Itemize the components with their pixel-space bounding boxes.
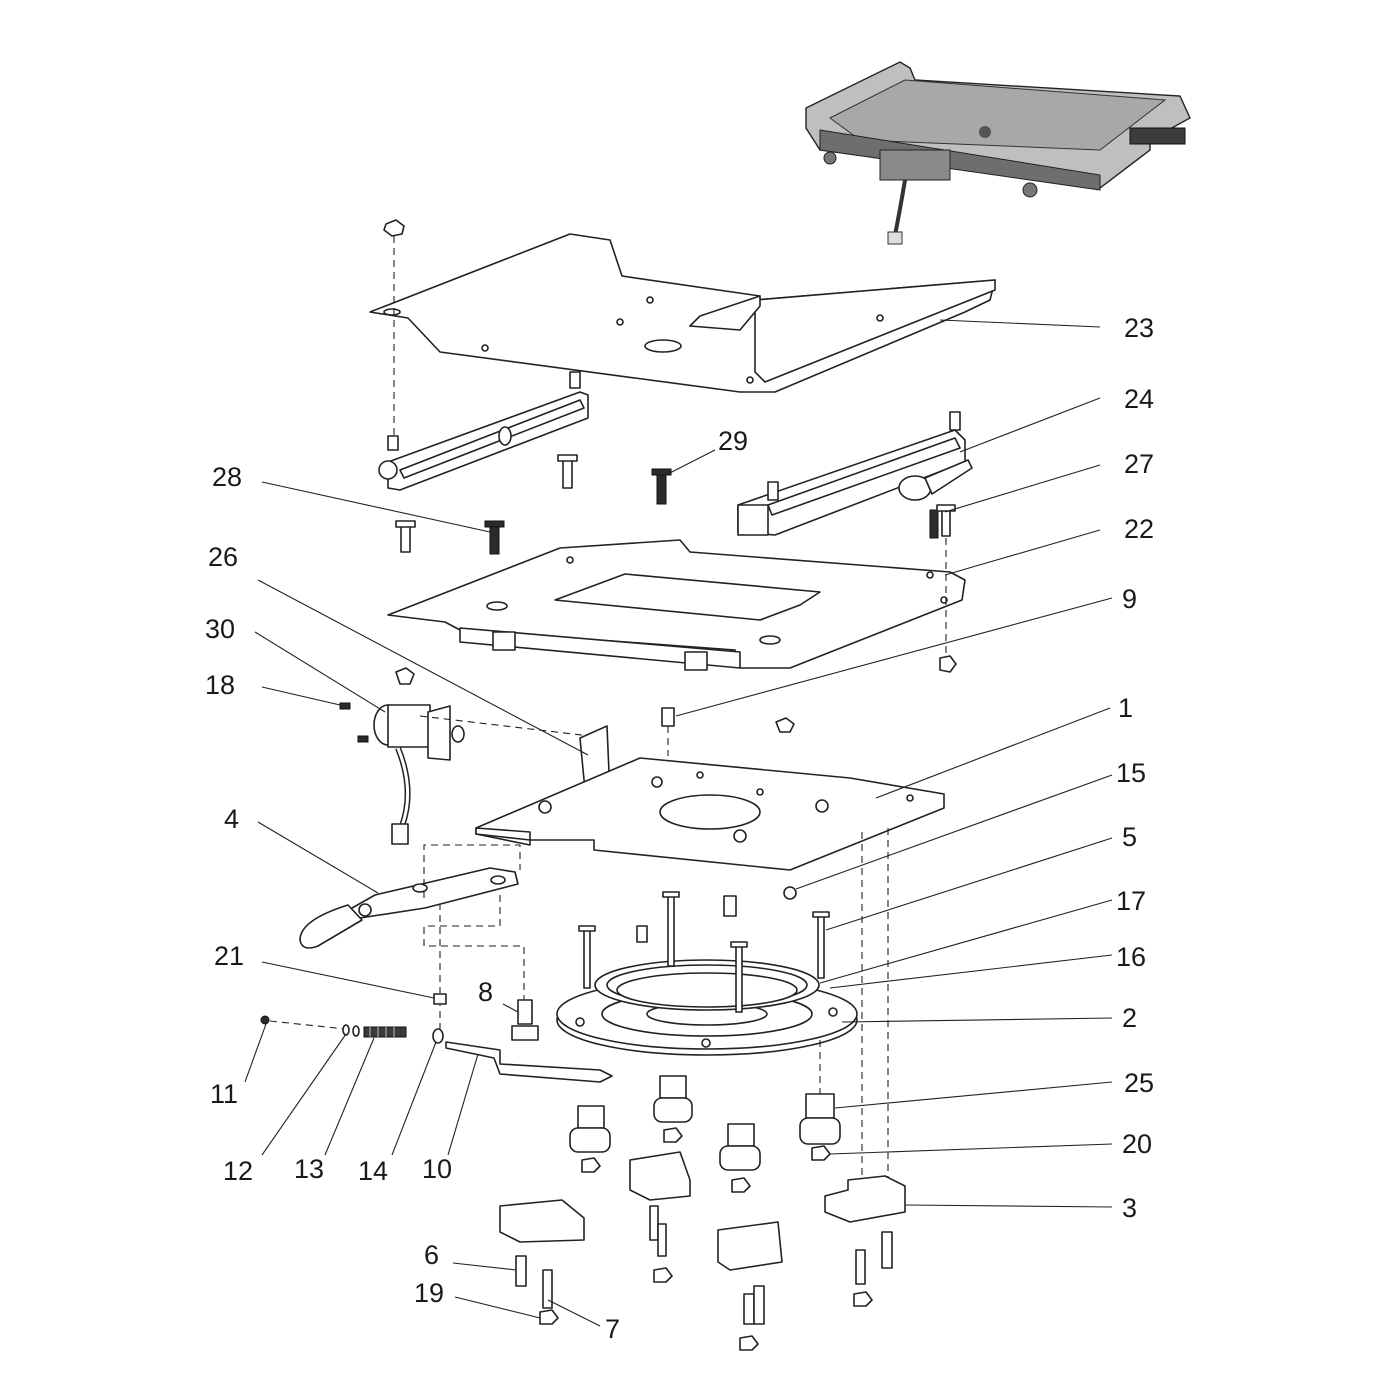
part-14-eye xyxy=(432,1028,444,1044)
callout-25: 25 xyxy=(1124,1068,1154,1098)
callout-30: 30 xyxy=(205,614,235,644)
callout-3: 3 xyxy=(1122,1193,1137,1223)
callout-12: 12 xyxy=(223,1156,253,1186)
screw-icon xyxy=(357,735,369,743)
callout-10: 10 xyxy=(422,1154,452,1184)
callout-7: 7 xyxy=(605,1314,620,1344)
callout-18: 18 xyxy=(205,670,235,700)
part-8-pin xyxy=(511,999,539,1041)
screw-icon xyxy=(339,702,351,710)
nut-icon xyxy=(395,667,415,685)
callout-14: 14 xyxy=(358,1156,388,1186)
part-3-blocks xyxy=(499,1151,906,1271)
callout-labels: 23 24 29 27 28 22 26 9 30 18 1 15 4 5 17… xyxy=(205,313,1154,1344)
callout-21: 21 xyxy=(214,941,244,971)
part-25-bushings xyxy=(569,1075,841,1171)
left-slide-rail xyxy=(378,371,589,491)
callout-5: 5 xyxy=(1122,822,1137,852)
part-21-nut xyxy=(433,993,447,1005)
part-1-base-plate xyxy=(475,757,945,871)
callout-29: 29 xyxy=(718,426,748,456)
part-9-spacer xyxy=(661,707,675,727)
callout-9: 9 xyxy=(1122,584,1137,614)
callout-16: 16 xyxy=(1116,942,1146,972)
callout-1: 1 xyxy=(1118,693,1133,723)
callout-15: 15 xyxy=(1116,758,1146,788)
callout-26: 26 xyxy=(208,542,238,572)
part-23-top-plate xyxy=(369,233,996,393)
part-5-bolts xyxy=(578,891,830,1013)
bolts-group xyxy=(395,454,956,597)
part-19-nuts xyxy=(539,1267,873,1351)
part-4-lever xyxy=(299,867,519,949)
callout-17: 17 xyxy=(1116,886,1146,916)
callout-8: 8 xyxy=(478,977,493,1007)
top-nut-icon xyxy=(383,219,405,237)
part-20-nuts xyxy=(581,1127,831,1193)
callout-20: 20 xyxy=(1122,1129,1152,1159)
part-12-washer xyxy=(352,1025,360,1037)
assembled-view-image xyxy=(805,61,1191,245)
callout-27: 27 xyxy=(1124,449,1154,479)
leader-lines xyxy=(244,319,1113,1327)
part-22-middle-plate xyxy=(387,539,966,671)
part-15-ball xyxy=(783,886,797,900)
callout-4: 4 xyxy=(224,804,239,834)
callout-2: 2 xyxy=(1122,1003,1137,1033)
callout-11: 11 xyxy=(210,1079,238,1109)
part-13-spring xyxy=(363,1026,407,1038)
part-2-slewing-ring xyxy=(556,959,858,1056)
nut-icon xyxy=(775,717,795,733)
callout-28: 28 xyxy=(212,462,242,492)
part-30-solenoid xyxy=(373,704,465,845)
callout-23: 23 xyxy=(1124,313,1154,343)
right-slide-rail-24 xyxy=(737,411,973,536)
part-6-7-bolts xyxy=(515,1205,893,1325)
callout-24: 24 xyxy=(1124,384,1154,414)
nut-icon xyxy=(939,655,957,673)
callout-6: 6 xyxy=(424,1240,439,1270)
part-10-rod xyxy=(445,1041,613,1083)
callout-13: 13 xyxy=(294,1154,324,1184)
part-12-washer xyxy=(342,1024,350,1036)
part-11-screw xyxy=(260,1015,270,1025)
callout-22: 22 xyxy=(1124,514,1154,544)
callout-19: 19 xyxy=(414,1278,444,1308)
